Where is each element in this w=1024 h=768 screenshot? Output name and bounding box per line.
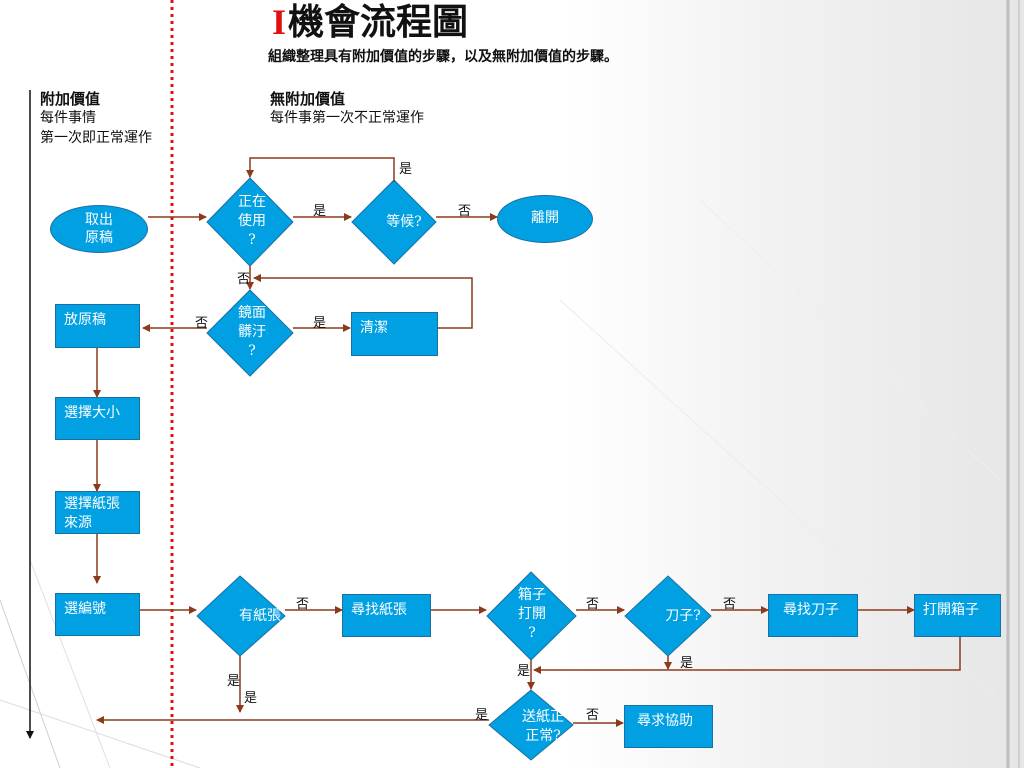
text-feed-ok: 送紙正 正常? [522,709,564,744]
non-value-added-heading: 無附加價值 [270,90,346,108]
label-feed-no: 否 [586,708,600,723]
label-knife-no: 否 [723,597,737,612]
label-feed-yes: 是 [475,708,489,723]
label-in-use-yes: 是 [313,204,327,219]
label-has-paper-yes-1: 是 [227,674,241,689]
label-mirror-yes: 是 [313,316,327,331]
page-title: I機會流程圖 [272,0,468,44]
label-merge-yes: 是 [517,664,531,679]
label-has-paper-no: 否 [296,597,310,612]
node-open-box: 打開箱子 [914,594,1001,637]
label-box-open-no: 否 [586,597,600,612]
edge-clean-loop [253,274,473,329]
label-wait-no: 否 [458,204,472,219]
text-knife: 刀子? [665,608,701,624]
title-numeral: I [272,2,287,42]
label-knife-yes: 是 [680,656,694,671]
non-value-added-line1: 每件事第一次不正常運作 [270,110,424,126]
node-place-original: 放原稿 [55,304,140,348]
node-select-size: 選擇大小 [55,397,140,440]
title-text: 機會流程圖 [288,1,469,43]
text-box-open: 箱子 打開 ? [518,587,546,641]
value-added-heading: 附加價值 [40,90,101,108]
decision-feed-ok [488,689,574,761]
label-in-use-no: 否 [237,272,251,287]
edge-wait-loop [246,157,395,182]
text-has-paper: 有紙張 [239,608,281,624]
node-leave: 離開 [497,195,593,243]
node-take-original: 取出 原稿 [50,205,148,253]
text-mirror-dirty: 鏡面 髒汙 ? [238,305,266,359]
node-seek-help: 尋求協助 [624,705,713,748]
decision-mirror-dirty [206,289,294,377]
node-find-paper: 尋找紙張 [342,594,431,637]
label-has-paper-yes-2: 是 [244,691,258,706]
label-mirror-no: 否 [195,316,209,331]
text-wait: 等候? [386,214,422,230]
value-added-line2: 第一次即正常運作 [40,130,152,146]
node-find-knife: 尋找刀子 [768,594,858,637]
label-wait-yes: 是 [399,162,413,177]
decision-wait [351,179,437,265]
node-clean: 清潔 [351,312,438,356]
node-select-number: 選編號 [55,593,140,636]
node-select-paper: 選擇紙張 來源 [55,491,140,534]
edge-openbox-return [533,630,961,674]
value-added-line1: 每件事情 [40,110,96,126]
text-in-use: 正在 使用 ? [238,194,266,248]
page-subtitle: 組織整理具有附加價值的步驟，以及無附加價值的步驟。 [268,49,618,65]
